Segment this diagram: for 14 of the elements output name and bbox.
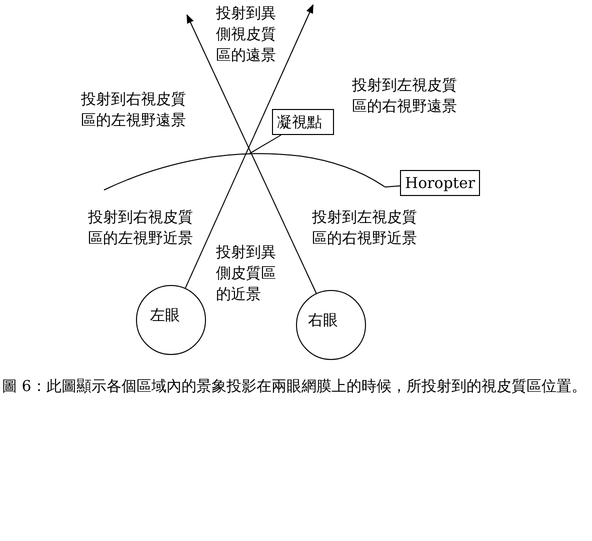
- region-label: 投射到左視皮質區的右視野遠景: [352, 75, 458, 117]
- region-label: 投射到右視皮質區的左視野遠景: [81, 89, 187, 131]
- leader-line: [384, 185, 400, 188]
- eye-circle: 左眼: [136, 285, 206, 355]
- region-label: 投射到右視皮質區的左視野近景: [88, 207, 194, 249]
- horopter-curve: [104, 153, 386, 190]
- eye-circle: 右眼: [296, 290, 366, 360]
- region-label: 投射到左視皮質區的右視野近景: [312, 207, 418, 249]
- leader-line: [248, 134, 282, 154]
- callout-box: 凝視點: [272, 109, 334, 135]
- region-label: 投射到異側皮質區的近景: [216, 242, 277, 305]
- figure-caption: 圖 6：此圖顯示各個區域內的景象投影在兩眼網膜上的時候，所投射到的視皮質區位置。: [2, 376, 588, 397]
- callout-box: Horopter: [400, 170, 480, 196]
- region-label: 投射到異側視皮質區的遠景: [216, 3, 277, 66]
